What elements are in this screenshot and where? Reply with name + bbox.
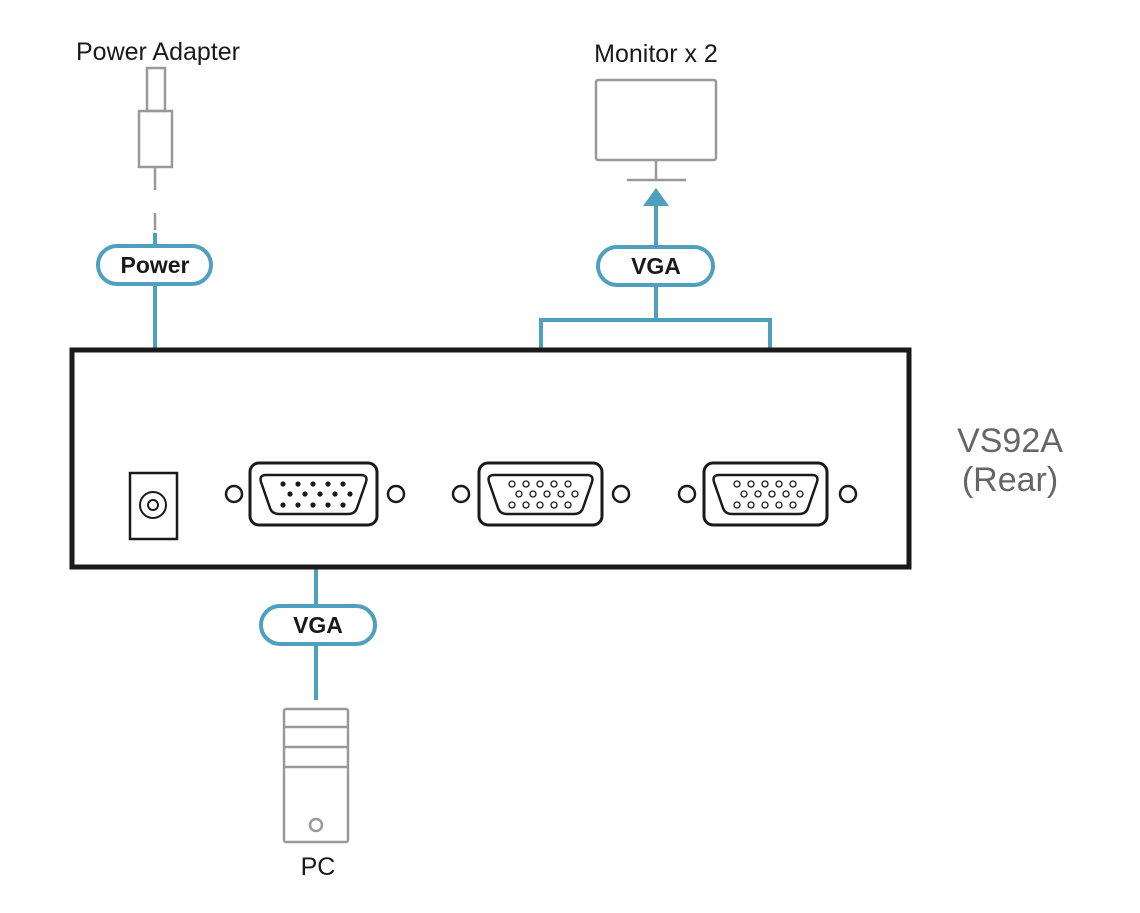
vga-input-port-icon [224, 461, 406, 527]
svg-text:VGA: VGA [293, 612, 343, 638]
device-model-label: VS92A [957, 422, 1063, 460]
vga-out-badge: VGA [596, 245, 715, 287]
dc-power-jack-icon [128, 471, 179, 541]
vga-output-port-1-icon [451, 461, 631, 527]
monitor-icon [594, 78, 718, 182]
pc-tower-icon [282, 707, 350, 844]
monitor-label: Monitor x 2 [594, 40, 718, 68]
power-adapter-plug-icon [137, 66, 174, 230]
vga-in-badge: VGA [259, 604, 377, 646]
pc-label: PC [301, 853, 336, 881]
device-side-label: (Rear) [962, 461, 1058, 499]
svg-text:VGA: VGA [631, 253, 681, 279]
arrow-up-icon [643, 188, 669, 206]
vga-output-port-2-icon [677, 461, 858, 527]
power-adapter-label: Power Adapter [76, 38, 240, 66]
svg-text:Power: Power [120, 252, 189, 278]
power-badge: Power [96, 244, 213, 286]
device-rear-panel [69, 347, 912, 570]
